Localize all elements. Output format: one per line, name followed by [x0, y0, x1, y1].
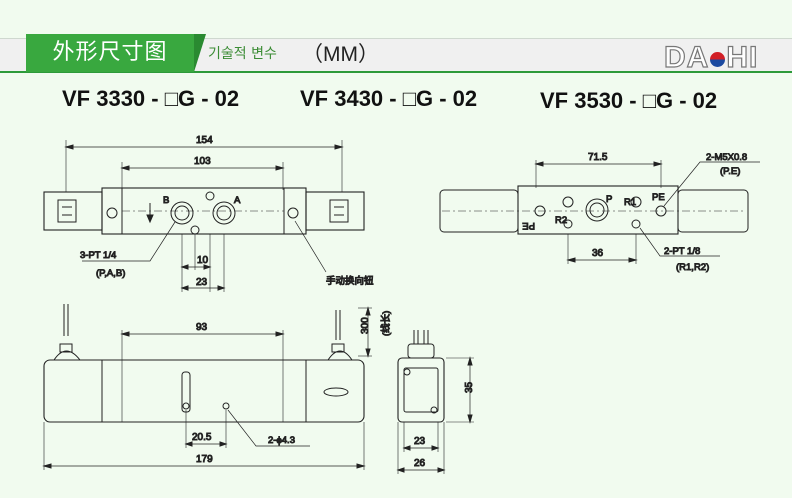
brand-logo: DA HI	[663, 41, 782, 74]
wire-length-label: (线长)	[380, 311, 392, 336]
dim-23: 23	[196, 277, 208, 288]
manual-override-label: 手动换向钮	[326, 275, 374, 287]
port-spec-r-sub: (R1,R2)	[676, 262, 709, 273]
logo-text-right: HI	[726, 41, 759, 74]
hole-spec-label: 2-ϕ4.3	[268, 435, 295, 446]
logo-text-left: DA	[663, 41, 710, 74]
dim-300: 300	[360, 317, 371, 334]
dim-36: 36	[592, 248, 604, 259]
dim-26: 26	[414, 458, 426, 469]
port-a-label: A	[234, 195, 241, 206]
dim-93: 93	[196, 322, 208, 333]
dim-35: 35	[464, 381, 475, 393]
dim-10: 10	[197, 255, 209, 266]
model-label-2: VF 3430 - □G - 02	[300, 86, 478, 111]
port-spec-r-label: 2-PT 1/8	[664, 246, 700, 257]
model-label-3: VF 3530 - □G - 02	[540, 88, 718, 113]
dim-23-end: 23	[414, 436, 426, 447]
section-title: 外形尺寸图	[26, 34, 206, 72]
port-p-label: P	[606, 194, 612, 205]
top-view-right	[439, 160, 760, 264]
side-view	[42, 304, 372, 470]
unit-label: （MM）	[302, 43, 379, 66]
end-view	[396, 330, 474, 474]
port-pe-flipped-label: PE	[522, 220, 535, 231]
port-pe-label: PE	[652, 192, 665, 203]
dim-179: 179	[196, 454, 213, 465]
port-spec-label: 3-PT 1/4	[80, 250, 116, 261]
section-subtitle: 기술적 변수	[208, 46, 277, 62]
port-r1-label: R1	[624, 197, 636, 208]
dim-103: 103	[194, 156, 211, 167]
korea-flag-icon	[710, 51, 726, 67]
dim-71-5: 71.5	[588, 152, 608, 163]
port-b-label: B	[163, 195, 169, 206]
port-spec-sub: (P,A,B)	[96, 268, 125, 279]
top-view-left	[43, 140, 365, 292]
page-header: 外形尺寸图 기술적 변수 （MM） DA HI	[0, 0, 792, 74]
model-label-1: VF 3330 - □G - 02	[62, 86, 240, 111]
port-r2-label: R2	[555, 215, 567, 226]
thread-spec-sub: (P.E)	[720, 166, 740, 177]
thread-spec-label: 2-M5X0.8	[706, 152, 747, 163]
dim-20-5: 20.5	[192, 432, 212, 443]
dim-154: 154	[196, 135, 213, 146]
